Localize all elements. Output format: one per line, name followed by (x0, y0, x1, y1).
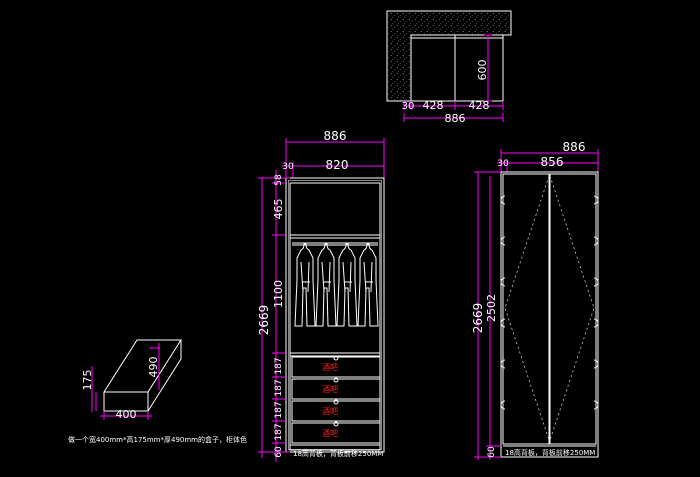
plan-dim-428-left: 428 (423, 99, 444, 112)
top-plan-view: 600 30 428 428 886 (386, 10, 512, 125)
box-caption: 做一个宽400mm*高175mm*厚490mm的盒子，柜体色 (68, 435, 247, 444)
box-dim-400: 400 (116, 408, 137, 421)
plan-dim-428-right: 428 (469, 99, 490, 112)
plan-dim-886: 886 (445, 112, 466, 125)
section-note: 18高背板，背板前移250MM (293, 449, 383, 458)
box-dim-175: 175 (81, 370, 94, 391)
plan-dim-600: 600 (476, 60, 489, 81)
section-drawer-dim-1: 187 (274, 357, 284, 374)
hanging-clothes (294, 243, 379, 327)
drawer-mark-2: 酒吧 (322, 385, 338, 394)
front-dim-2669: 2669 (471, 303, 485, 334)
wardrobe-section-view: 886 30 820 (257, 129, 385, 462)
section-dim-30: 30 (282, 162, 294, 172)
door-hinges (500, 195, 599, 410)
box-dim-490: 490 (147, 357, 160, 378)
section-dim-886: 886 (324, 129, 347, 143)
section-drawer-dim-4: 187 (274, 423, 284, 440)
drawer-mark-1: 酒吧 (322, 363, 338, 372)
drawer-mark-4: 酒吧 (322, 429, 338, 438)
front-dim-886: 886 (563, 140, 586, 154)
front-dim-856: 856 (541, 155, 564, 169)
section-dim-465: 465 (272, 199, 285, 220)
plan-wall-hatch-left (387, 11, 411, 101)
section-dim-820: 820 (326, 158, 349, 172)
section-dim-2669: 2669 (257, 305, 271, 336)
front-note: 18高背板，背板前移250MM (505, 448, 595, 457)
drawers: 酒吧 酒吧 酒吧 酒吧 (291, 355, 381, 444)
section-dim-58: 58 (274, 174, 284, 186)
section-drawer-dim-3: 187 (274, 401, 284, 418)
box-isometric-view: 175 490 400 做一个宽400mm*高175mm*厚490mm的盒子，柜… (68, 339, 247, 444)
front-dim-2502: 2502 (485, 294, 498, 322)
plan-dim-30: 30 (402, 101, 415, 112)
section-dim-1100: 1100 (272, 280, 285, 308)
section-drawer-dim-2: 187 (274, 379, 284, 396)
section-dim-60: 60 (274, 446, 284, 458)
drawer-mark-3: 酒吧 (322, 407, 338, 416)
front-dim-30: 30 (497, 159, 509, 169)
front-dim-60: 60 (487, 446, 497, 458)
wardrobe-front-view: 886 30 856 18高背板，背板前移250MM 2669 (471, 140, 599, 460)
